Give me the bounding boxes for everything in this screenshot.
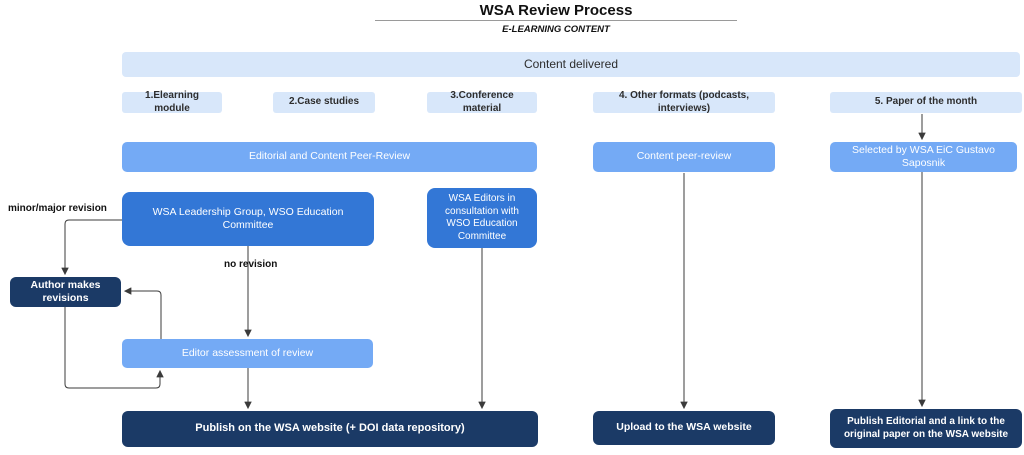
connector-author-to-assessment (64, 307, 164, 389)
box-wsa-editors-consultation: WSA Editors in consultation with WSO Edu… (427, 188, 537, 248)
box-wsa-leadership-group: WSA Leadership Group, WSO Education Comm… (122, 192, 374, 246)
category-other-formats: 4. Other formats (podcasts, interviews) (593, 90, 775, 114)
bar-content-peer-review: Content peer-review (593, 142, 775, 172)
box-publish-editorial-link: Publish Editorial and a link to the orig… (830, 409, 1022, 448)
category-case-studies: 2.Case studies (273, 92, 375, 113)
box-upload-wsa-website: Upload to the WSA website (593, 411, 775, 445)
category-paper-of-the-month: 5. Paper of the month (830, 92, 1022, 113)
edge-label-no-revision: no revision (224, 259, 278, 270)
edge-label-minor-major-revision: minor/major revision (8, 203, 107, 214)
title-divider (375, 20, 737, 21)
box-publish-wsa-website: Publish on the WSA website (+ DOI data r… (122, 411, 538, 447)
banner-content-delivered: Content delivered (122, 52, 1020, 77)
connector-leadership-to-author (61, 219, 122, 276)
connector-assessment-to-author (123, 287, 162, 339)
bar-editor-assessment: Editor assessment of review (122, 339, 373, 368)
box-author-makes-revisions: Author makes revisions (10, 277, 121, 307)
category-conference-material: 3.Conference material (427, 90, 537, 114)
page-title: WSA Review Process (479, 2, 633, 19)
category-elearning-module: 1.Elearning module (122, 90, 222, 114)
bar-editorial-content-peer-review: Editorial and Content Peer-Review (122, 142, 537, 172)
bar-selected-by-wsa-eic: Selected by WSA EiC Gustavo Saposnik (830, 142, 1017, 172)
page-subtitle: E-LEARNING CONTENT (502, 24, 610, 35)
